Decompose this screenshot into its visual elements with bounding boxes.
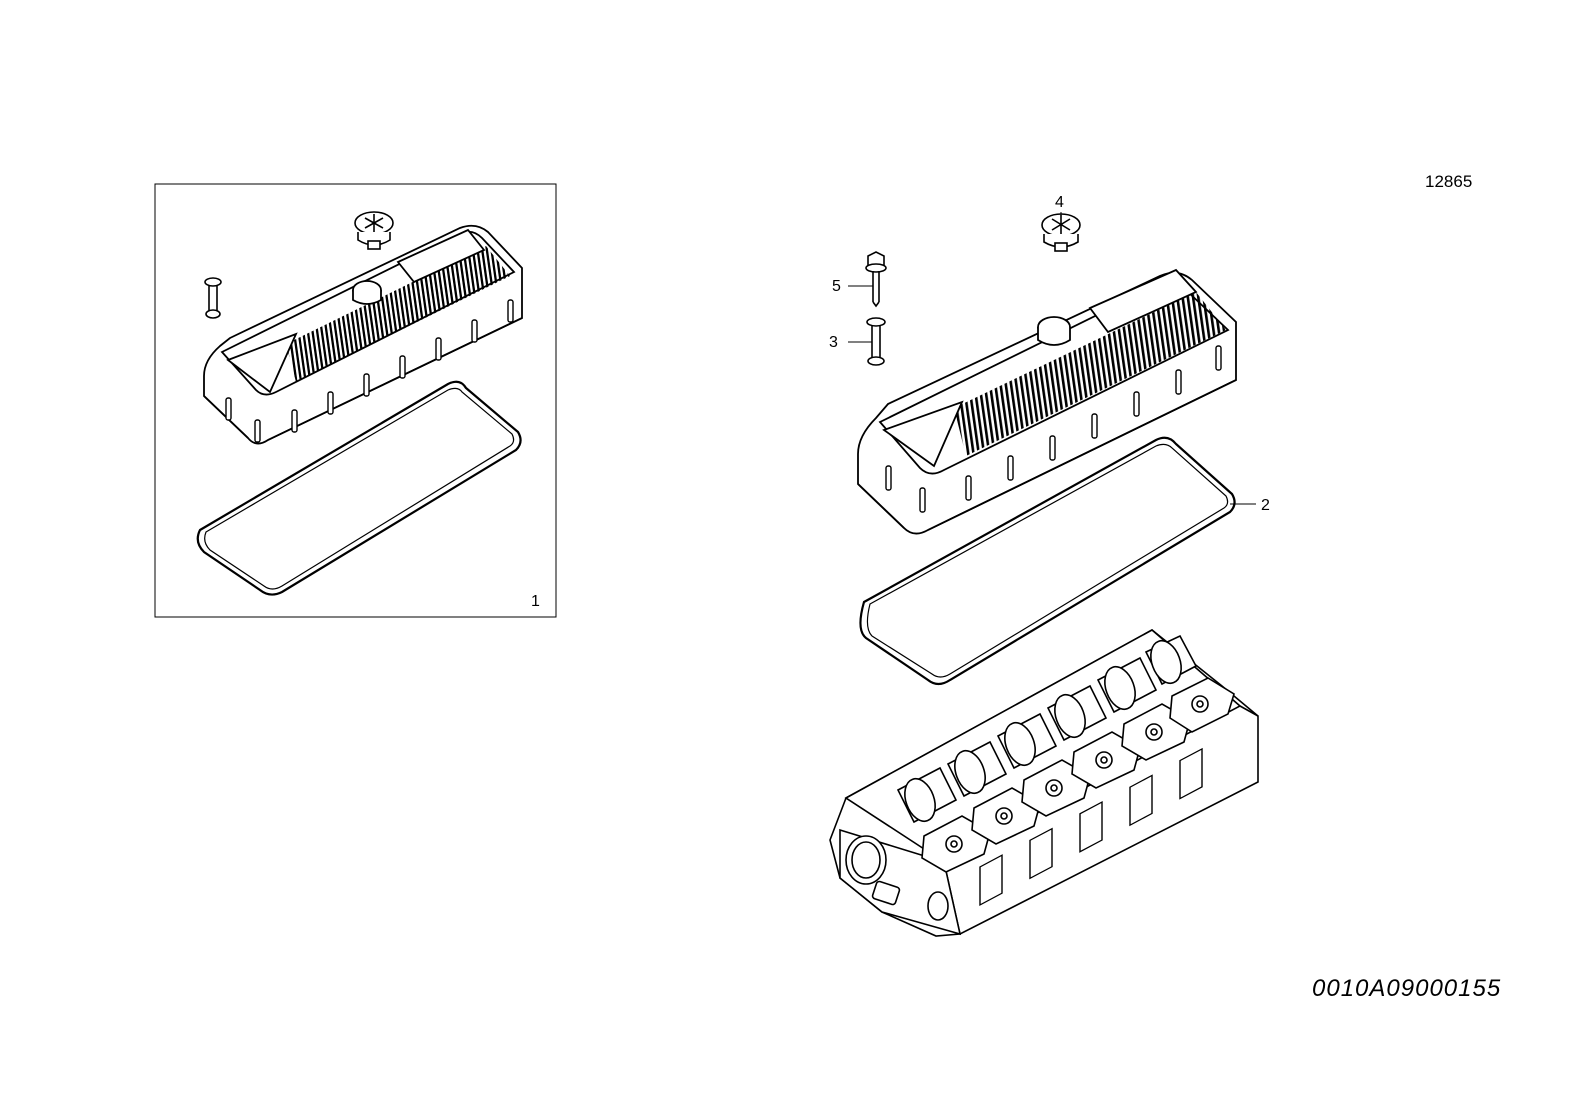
reference-number: 12865 (1425, 172, 1473, 191)
bolt-icon (865, 251, 887, 308)
cap-icon (1041, 213, 1081, 252)
gasket-callout-label: 2 (1261, 497, 1270, 514)
gasket-icon (859, 436, 1236, 686)
kit-frame (154, 183, 557, 618)
kit-valve-cover-icon (203, 224, 523, 445)
kit-sleeve-icon (204, 277, 222, 319)
kit-cap-icon (354, 211, 394, 250)
cap-callout-label: 4 (1055, 194, 1064, 211)
kit-callout-label: 1 (531, 593, 540, 610)
kit-gasket-icon (196, 380, 522, 596)
bolt-callout-label: 5 (832, 278, 841, 295)
sleeve-callout-label: 3 (829, 334, 838, 351)
drawing-id: 0010A09000155 (1312, 975, 1502, 1002)
valve-cover-icon (857, 268, 1237, 535)
cylinder-head-icon (829, 629, 1259, 937)
